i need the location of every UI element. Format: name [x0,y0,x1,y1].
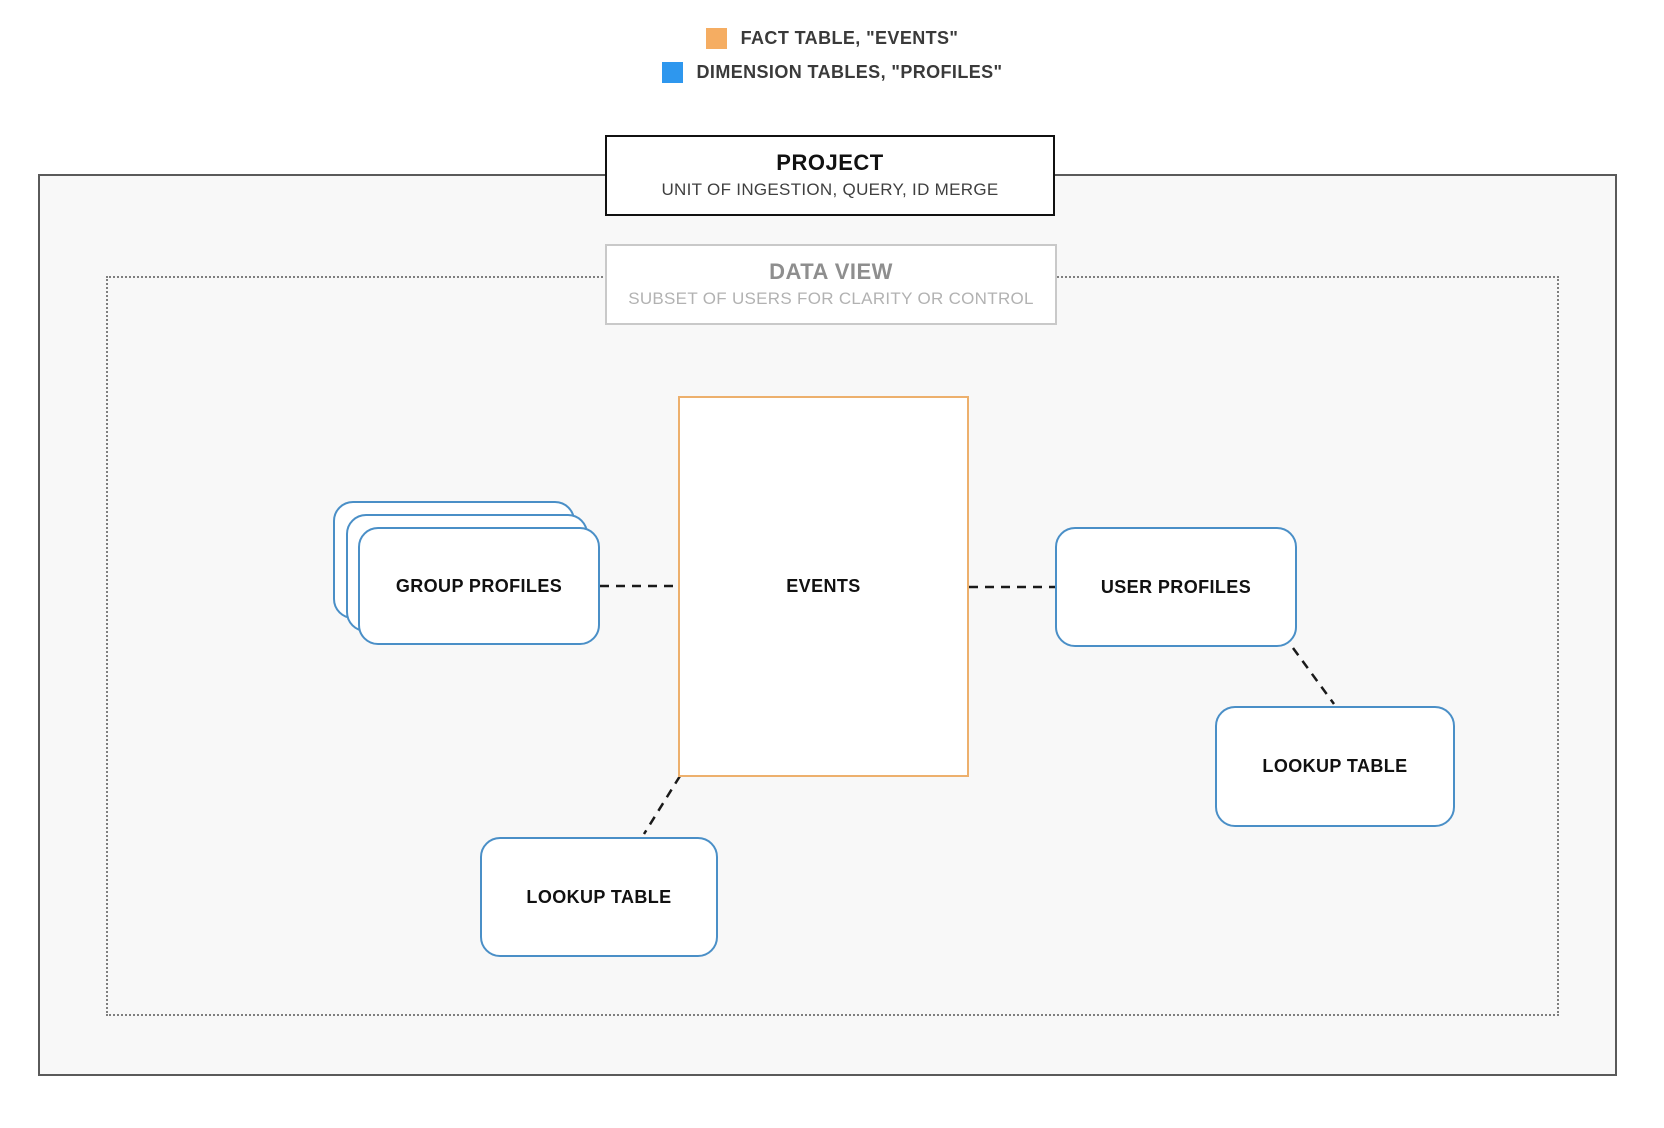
legend-item-fact-table: FACT TABLE, "EVENTS" [705,28,959,49]
node-events: EVENTS [678,396,969,777]
project-caption-box: PROJECT UNIT OF INGESTION, QUERY, ID MER… [605,135,1055,216]
events-label: EVENTS [786,576,861,596]
data-view-subtitle: SUBSET OF USERS FOR CLARITY OR CONTROL [628,289,1034,308]
fact-table-swatch-icon [705,28,727,49]
node-lookup-table-right: LOOKUP TABLE [1215,706,1455,827]
project-subtitle: UNIT OF INGESTION, QUERY, ID MERGE [661,180,999,199]
user-profiles-label: USER PROFILES [1100,576,1252,597]
lookup-table-bottom-label: LOOKUP TABLE [526,886,672,907]
legend: FACT TABLE, "EVENTS" DIMENSION TABLES, "… [0,28,1664,83]
node-group-profiles: GROUP PROFILES [358,527,600,645]
lookup-table-right-label: LOOKUP TABLE [1262,756,1408,776]
legend-label-dimension-tables: DIMENSION TABLES, "PROFILES" [696,62,1003,82]
data-view-caption-box: DATA VIEW SUBSET OF USERS FOR CLARITY OR… [605,244,1057,325]
legend-label-fact-table: FACT TABLE, "EVENTS" [740,28,959,48]
node-user-profiles: USER PROFILES [1055,527,1297,647]
data-view-title: DATA VIEW [769,259,893,284]
dimension-tables-swatch-icon [661,62,683,83]
legend-item-dimension-tables: DIMENSION TABLES, "PROFILES" [661,62,1003,83]
node-lookup-table-bottom: LOOKUP TABLE [480,837,718,957]
group-profiles-label: GROUP PROFILES [395,575,563,596]
project-title: PROJECT [776,150,884,175]
